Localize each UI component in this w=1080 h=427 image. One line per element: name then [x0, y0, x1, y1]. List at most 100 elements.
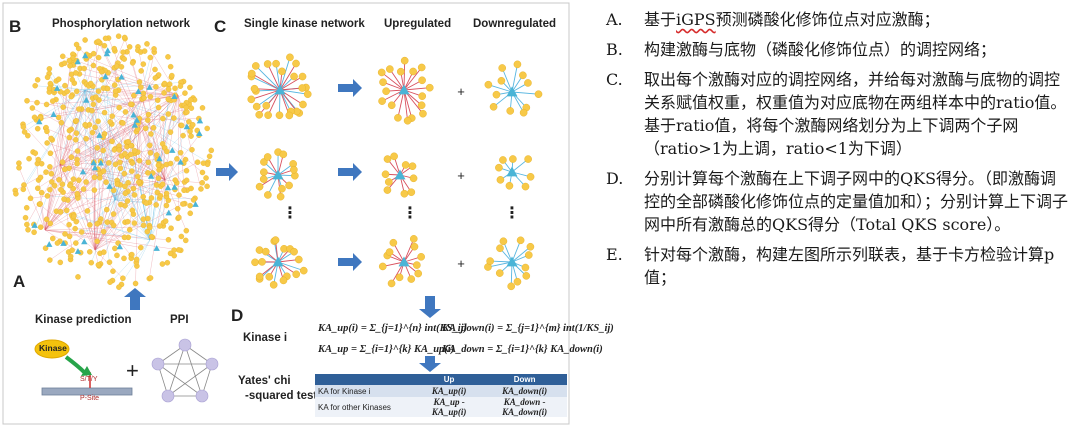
network-edge	[84, 89, 192, 128]
network-edge	[77, 150, 151, 241]
substrate-node	[140, 61, 147, 67]
network-edge	[114, 131, 137, 201]
substrate-node	[269, 281, 278, 289]
substrate-node	[128, 142, 134, 149]
substrate-node	[167, 63, 174, 70]
network-edge	[59, 164, 159, 179]
substrate-node	[403, 116, 412, 125]
network-edge	[94, 218, 148, 251]
substrate-node	[271, 236, 280, 244]
substrate-node	[129, 207, 136, 214]
substrate-node	[516, 236, 525, 245]
network-edge	[53, 89, 166, 181]
substrate-node	[184, 109, 190, 115]
substrate-node	[387, 101, 396, 110]
substrate-node	[104, 206, 110, 213]
substrate-node	[513, 60, 522, 69]
network-edge	[59, 121, 111, 166]
substrate-node	[279, 276, 288, 285]
substrate-node	[157, 192, 164, 199]
kinase-node	[102, 73, 109, 80]
subnetwork-edge	[488, 84, 513, 93]
substrate-node	[385, 248, 394, 256]
substrate-node	[32, 150, 39, 156]
substrate-node	[37, 224, 44, 230]
network-edge	[59, 65, 71, 166]
substrate-node	[145, 159, 152, 166]
substrate-node	[262, 101, 271, 110]
substrate-node	[82, 121, 88, 128]
network-edge	[50, 94, 179, 224]
substrate-node	[44, 140, 50, 146]
substrate-node	[58, 119, 65, 126]
subnetwork-edge	[511, 91, 539, 95]
psite-label: P-Site	[80, 395, 100, 402]
network-edge	[127, 221, 151, 241]
substrate-node	[144, 228, 151, 235]
network-edge	[86, 57, 179, 96]
substrate-node	[73, 118, 80, 124]
substrate-node	[34, 77, 41, 83]
substrate-node	[278, 67, 286, 76]
substrate-node	[208, 147, 215, 154]
kinase-node	[130, 111, 137, 118]
substrate-node	[187, 97, 194, 103]
table-header	[315, 374, 416, 385]
substrate-node	[46, 66, 53, 72]
substrate-node	[111, 147, 118, 153]
substrate-node	[66, 221, 72, 228]
substrate-node	[57, 259, 64, 266]
substrate-node	[409, 67, 417, 76]
substrate-node	[67, 253, 74, 260]
substrate-node	[141, 48, 148, 54]
substrate-node	[186, 119, 192, 125]
substrate-node	[55, 76, 62, 82]
substrate-node	[122, 190, 129, 197]
substrate-node	[125, 138, 131, 145]
substrate-node	[156, 167, 162, 173]
substrate-node	[24, 221, 30, 228]
formula-ka-down-i: KA_down(i) = Σ_{j=1}^{m} int(1/KS_ij)	[442, 323, 614, 334]
substrate-node	[155, 175, 162, 182]
substrate-node	[113, 63, 120, 70]
substrate-node	[124, 198, 131, 204]
network-edge	[94, 225, 114, 251]
substrate-node	[126, 227, 133, 233]
network-edge	[34, 94, 179, 118]
network-edge	[177, 94, 202, 189]
substrate-node	[167, 160, 174, 167]
substrate-node	[24, 98, 30, 104]
substrate-node	[115, 33, 122, 39]
subnetwork-edge	[381, 72, 405, 91]
substrate-node	[407, 275, 416, 283]
substrate-node	[418, 92, 427, 100]
substrate-node	[498, 64, 507, 72]
substrate-node	[107, 279, 113, 285]
heading-kinase-i: Kinase i	[243, 332, 288, 344]
table-cell: KA for other Kinases	[315, 397, 416, 417]
substrate-node	[61, 60, 68, 66]
substrate-node	[165, 111, 172, 117]
substrate-node	[48, 171, 55, 177]
substrate-node	[285, 111, 294, 120]
substrate-node	[95, 38, 102, 45]
plus-sign: +	[457, 84, 465, 99]
substrate-node	[146, 142, 153, 149]
substrate-node	[251, 258, 259, 267]
substrate-node	[56, 176, 62, 183]
substrate-node	[534, 90, 543, 98]
substrate-node	[37, 201, 43, 207]
substrate-node	[507, 282, 516, 291]
substrate-node	[153, 84, 159, 90]
substrate-node	[25, 132, 31, 139]
table-header: Up	[416, 374, 483, 385]
heading-phosphorylation-network: Phosphorylation network	[52, 18, 191, 30]
substrate-node	[87, 222, 93, 228]
kinase-node	[31, 222, 38, 228]
substrate-node	[47, 220, 54, 227]
subnetwork-edge	[279, 89, 308, 95]
substrate-node	[95, 54, 102, 61]
substrate-node	[43, 216, 50, 223]
network-edge	[44, 93, 65, 231]
substrate-node	[142, 125, 149, 132]
